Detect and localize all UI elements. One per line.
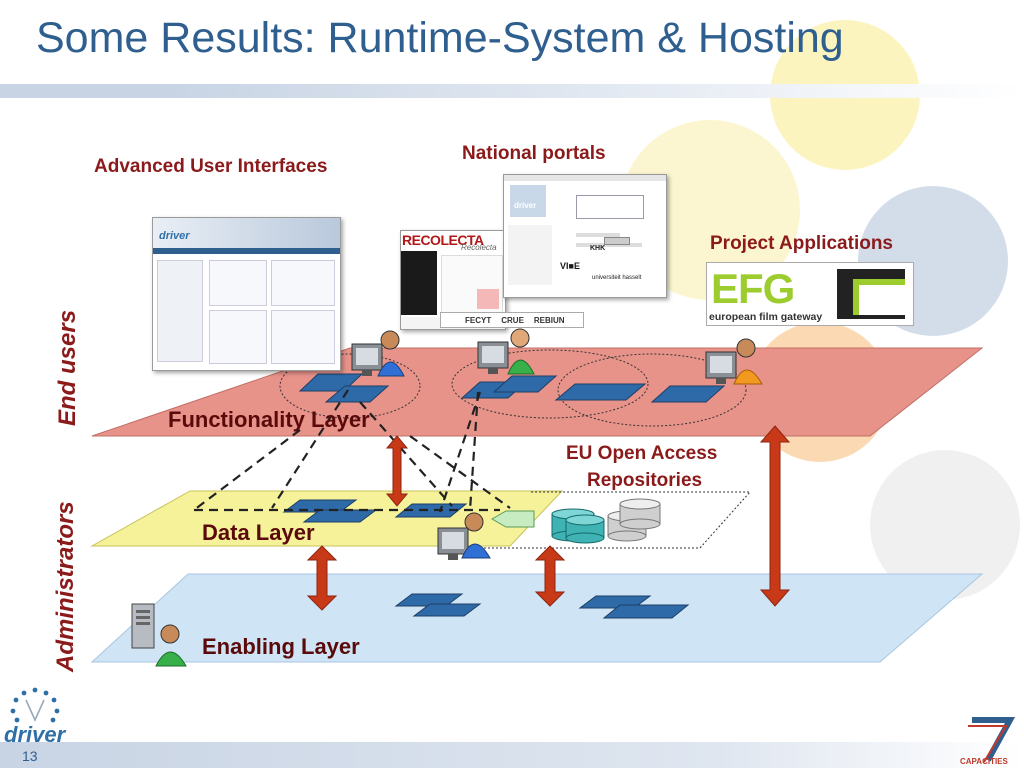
functionality-layer-label: Functionality Layer [168, 407, 370, 432]
service-group-ellipse [279, 353, 421, 419]
service-tile [394, 503, 468, 518]
national-portals-label: National portals [462, 143, 606, 164]
driver-logo-text: driver [4, 722, 66, 747]
page-title: Some Results: Runtime-System & Hosting [36, 14, 844, 62]
crue-logo: CRUE [501, 315, 524, 325]
end-user-icon-1 [351, 330, 405, 377]
page-number: 13 [22, 748, 38, 764]
national-portal-driver-logo: driver [514, 201, 537, 210]
admin-icon-data-layer [437, 512, 491, 560]
national-portal-screenshot: driver VI■E KHK universiteit hasselt [503, 174, 667, 298]
admin-icon-server [131, 603, 187, 667]
efg-logo: EFG european film gateway [706, 262, 914, 326]
hasselt-logo: universiteit hasselt [592, 275, 642, 281]
efg-letters: EFG [711, 265, 795, 312]
driver-portal-header [153, 218, 340, 248]
service-tile [554, 383, 647, 401]
end-users-label: End users [54, 309, 81, 426]
harvest-arrow [490, 510, 535, 528]
database-cylinder-teal [565, 514, 605, 544]
database-cylinder-grey [619, 498, 661, 530]
fp7-logo-icon [968, 717, 1016, 763]
fecyt-logo: FECYT [465, 315, 492, 325]
driver-portal-screenshot: driver [152, 217, 341, 371]
eu-repos-label-line2: Repositories [587, 470, 703, 491]
service-tile [650, 385, 726, 403]
advanced-ui-label: Advanced User Interfaces [94, 156, 328, 177]
fp7-capacities-text: CAPACITIES [960, 757, 1008, 766]
service-group-ellipse [451, 349, 649, 419]
service-tile [492, 375, 558, 393]
service-tile [324, 385, 390, 403]
repositories-boundary [480, 491, 752, 549]
recolecta-logo: RECOLECTA [402, 232, 484, 248]
service-group-ellipse [557, 353, 747, 427]
driver-logo-icon [10, 687, 60, 723]
efg-frame-inner [853, 279, 905, 315]
repository-databases [551, 498, 661, 544]
enabling-layer-label: Enabling Layer [202, 634, 360, 659]
vince-logo: VI■E [560, 261, 580, 271]
red-arrows [306, 425, 791, 611]
dashed-links [193, 389, 511, 513]
efg-subtitle: european film gateway [709, 311, 823, 323]
recolecta-footer-bar: FECYT CRUE REBIUN [440, 312, 584, 328]
service-tile [302, 509, 378, 523]
title-rule [0, 84, 1024, 98]
recolecta-sub: Recolecta [461, 243, 497, 252]
eu-repos-label-line1: EU Open Access [566, 443, 718, 464]
end-user-icon-3 [705, 338, 763, 385]
data-layer-label: Data Layer [202, 520, 315, 545]
service-tile [602, 604, 690, 619]
footer-bar [0, 742, 1024, 768]
service-tile [412, 603, 482, 617]
end-user-icon-2 [477, 328, 535, 375]
rebiun-logo: REBIUN [533, 315, 565, 325]
administrators-label: Administrators [52, 501, 79, 672]
project-apps-label: Project Applications [710, 233, 893, 254]
driver-portal-logo: driver [159, 230, 190, 242]
khk-logo: KHK [590, 245, 606, 252]
